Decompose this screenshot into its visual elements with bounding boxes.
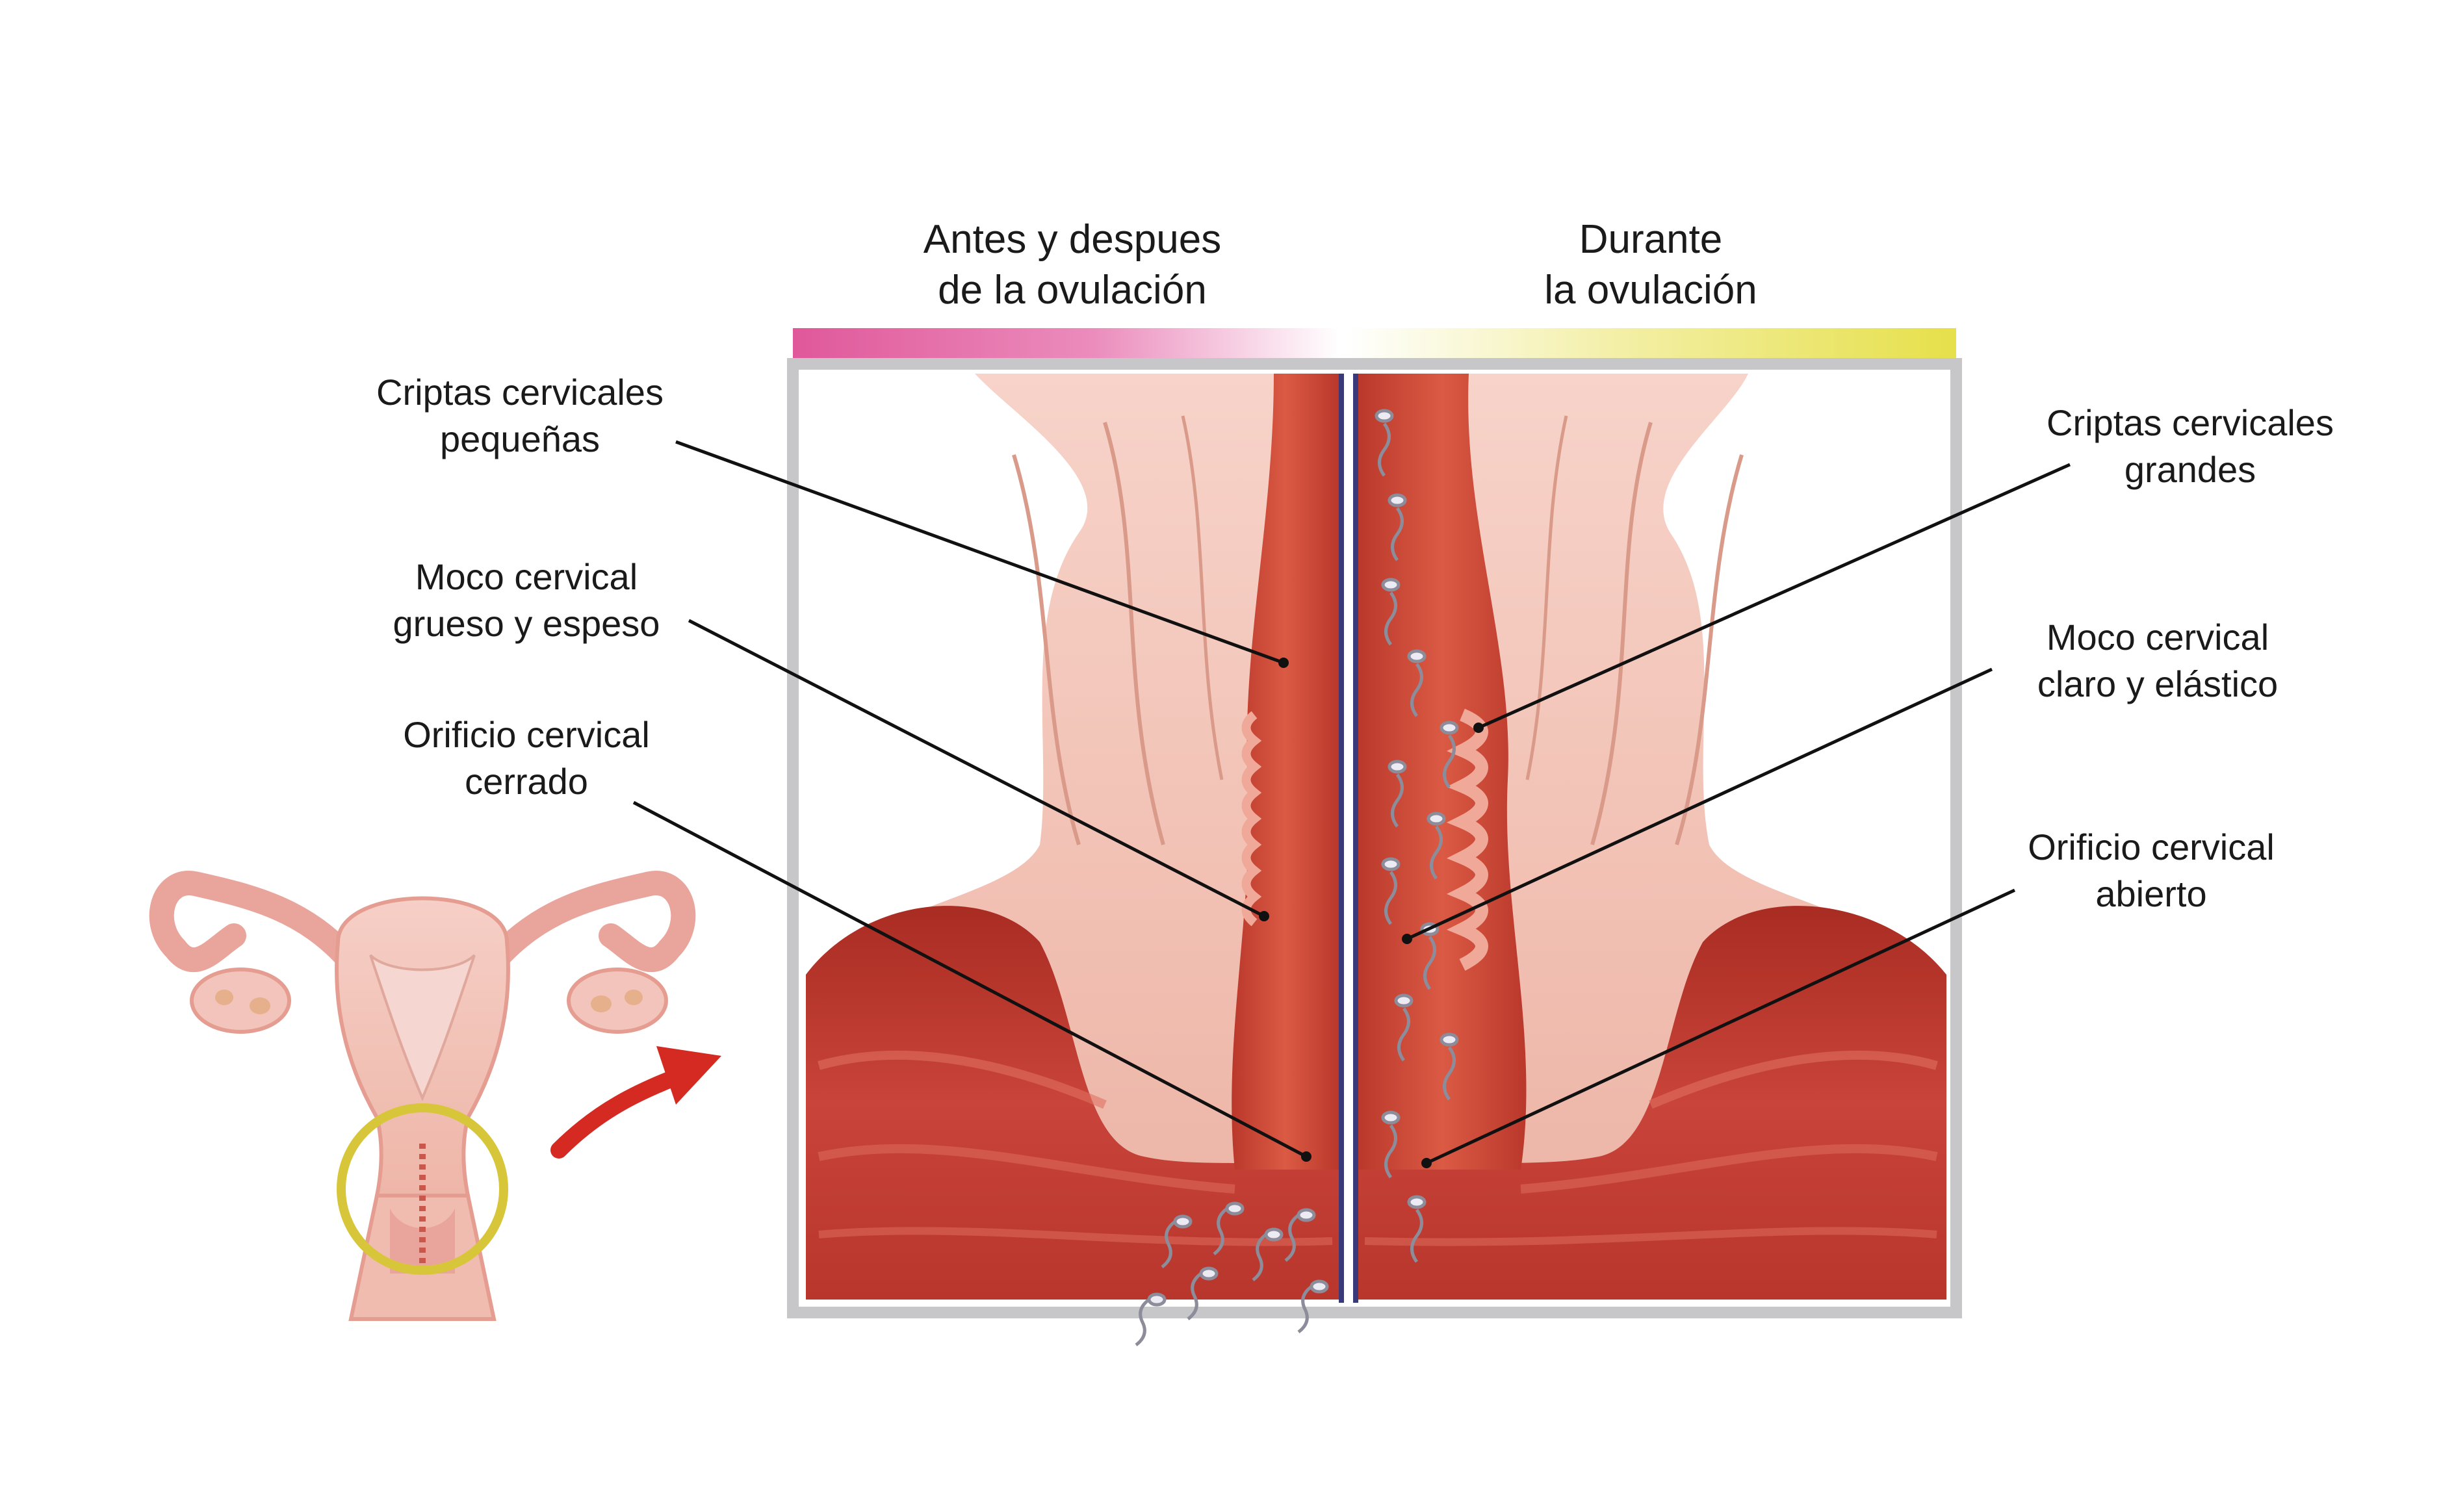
label-small-crypts-line-1: Criptas cervicales [376,372,664,413]
callout-line-clear-mucus [1406,667,1993,941]
callout-line-open-os [1425,888,2016,1165]
label-clear-mucus: Moco cervical claro y elástico [1976,614,2340,708]
label-large-crypts-line-1: Criptas cervicales [2047,402,2334,443]
label-thick-mucus-line-2: grueso y espeso [393,603,660,644]
label-clear-mucus-line-2: claro y elástico [2037,663,2279,704]
label-thick-mucus: Moco cervical grueso y espeso [351,554,702,647]
label-small-crypts-line-2: pequeñas [439,418,600,459]
label-open-os-line-1: Orificio cervical [2028,826,2275,867]
header-during-line-2: la ovulación [1544,268,1757,313]
label-closed-os: Orificio cervical cerrado [351,711,702,805]
callout-line-large-crypts [1477,463,2071,730]
header-before-after-line-1: Antes y despues [923,217,1222,262]
header-before-after-line-2: de la ovulación [938,268,1207,313]
cervix-highlight-ring [337,1103,508,1275]
label-small-crypts: Criptas cervicales pequeñas [344,369,695,463]
left-cervix-panel [806,374,1339,1300]
callout-line-closed-os [632,801,1308,1159]
label-open-os: Orificio cervical abierto [1969,824,2333,917]
label-closed-os-line-2: cerrado [465,761,588,802]
label-large-crypts: Criptas cervicales grandes [2008,400,2372,493]
label-thick-mucus-line-1: Moco cervical [415,556,638,597]
label-closed-os-line-1: Orificio cervical [403,714,650,755]
right-cervix-panel [1358,374,1946,1300]
during-bar [1345,328,1956,364]
label-large-crypts-line-2: grandes [2124,449,2256,490]
sperm-icon [1135,409,1459,1346]
header-during-line-1: Durante [1579,217,1723,262]
callout-lines [632,440,2071,1165]
header-during: Durante la ovulación [1488,214,1813,316]
label-clear-mucus-line-1: Moco cervical [2046,617,2269,658]
before-after-bar [793,328,1339,364]
header-before-after: Antes y despues de la ovulación [890,214,1254,316]
callout-line-thick-mucus [688,619,1265,918]
callout-line-small-crypts [675,440,1284,665]
label-open-os-line-2: abierto [2095,873,2207,914]
uterus-overview-illustration [149,871,696,1321]
